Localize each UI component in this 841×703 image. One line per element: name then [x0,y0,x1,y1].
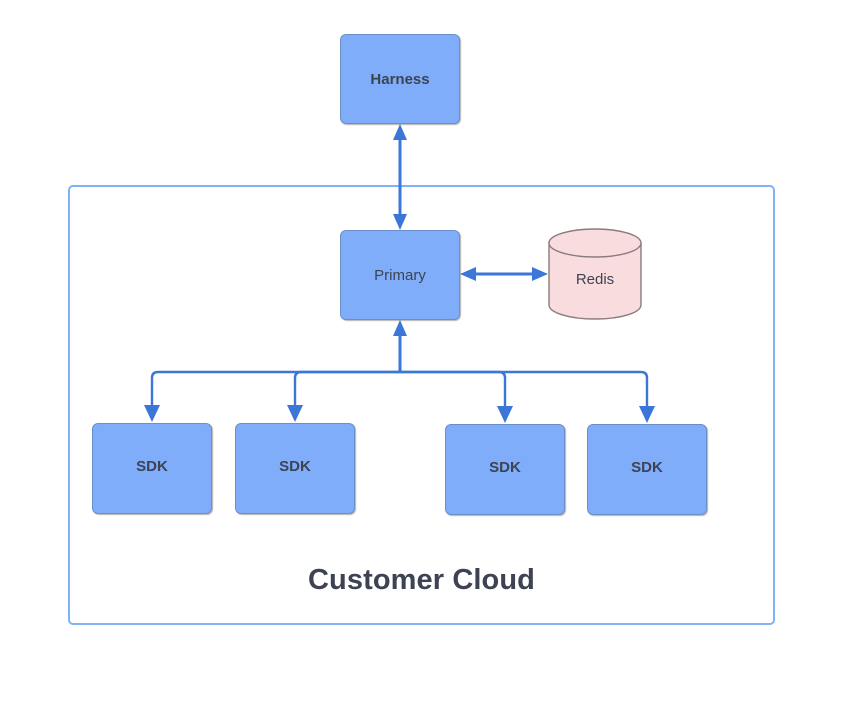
node-sdk-4[interactable]: SDK [587,424,707,515]
node-primary-label: Primary [374,266,426,284]
customer-cloud-boundary [68,185,775,625]
node-sdk-1-label: SDK [136,458,168,475]
node-sdk-4-label: SDK [631,459,663,476]
node-harness-label: Harness [370,70,430,88]
node-primary[interactable]: Primary [340,230,460,320]
node-harness[interactable]: Harness [340,34,460,124]
node-sdk-2[interactable]: SDK [235,423,355,514]
node-redis[interactable]: Redis [548,228,642,320]
node-sdk-1[interactable]: SDK [92,423,212,514]
node-sdk-3[interactable]: SDK [445,424,565,515]
node-sdk-2-label: SDK [279,458,311,475]
customer-cloud-title: Customer Cloud [308,564,535,596]
node-redis-label: Redis [575,270,615,288]
node-sdk-3-label: SDK [489,459,521,476]
cylinder-icon [548,228,642,320]
